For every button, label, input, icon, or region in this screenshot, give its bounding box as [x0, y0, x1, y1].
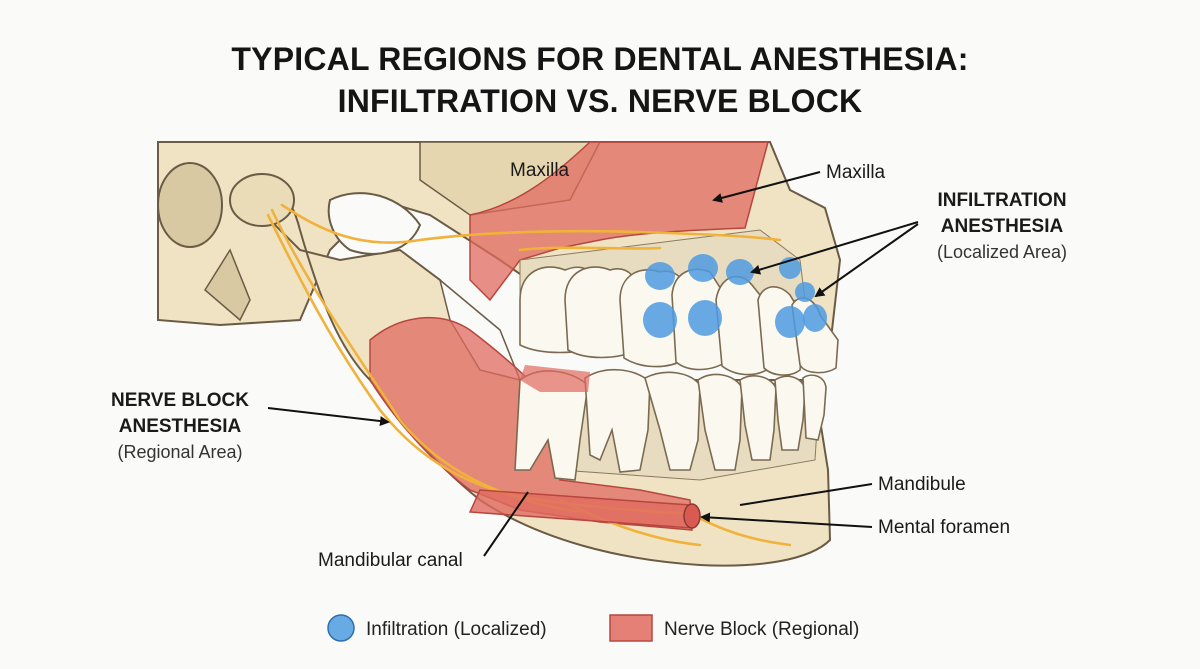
molar-block-highlight	[520, 365, 590, 392]
infiltration-arrow-1	[750, 221, 919, 275]
title-line-1: TYPICAL REGIONS FOR DENTAL ANESTHESIA:	[231, 41, 969, 77]
mandibule-line	[739, 483, 873, 506]
infiltration-regions	[643, 254, 827, 338]
label-infiltration-title-1: INFILTRATION	[937, 190, 1066, 211]
mandibular-canal	[468, 489, 701, 529]
nerve-block-arrow	[267, 407, 390, 427]
label-mandibule: Mandibule	[878, 474, 966, 495]
label-nerve-block-title-2: ANESTHESIA	[119, 416, 242, 437]
label-nerve-block-sub: (Regional Area)	[117, 442, 242, 462]
mandibular-canal-line	[483, 491, 529, 557]
label-nerve-block-title-1: NERVE BLOCK	[111, 390, 249, 411]
label-mental-foramen: Mental foramen	[878, 517, 1010, 538]
mental-foramen-opening	[683, 503, 701, 529]
legend-nerve-block-label: Nerve Block (Regional)	[664, 619, 859, 640]
infiltration-arrow-2	[814, 223, 919, 298]
diagram-title: TYPICAL REGIONS FOR DENTAL ANESTHESIA: I…	[0, 38, 1200, 122]
legend: Infiltration (Localized) Nerve Block (Re…	[327, 614, 859, 642]
maxilla-arrow	[712, 171, 821, 203]
title-line-2: INFILTRATION VS. NERVE BLOCK	[337, 83, 863, 119]
mental-foramen-arrow	[700, 512, 873, 528]
legend-infiltration-swatch	[327, 614, 355, 642]
lower-teeth	[514, 368, 827, 481]
label-maxilla-right: Maxilla	[826, 162, 886, 183]
label-infiltration-sub: (Localized Area)	[937, 242, 1067, 262]
label-maxilla-left: Maxilla	[510, 160, 570, 181]
label-infiltration-title-2: ANESTHESIA	[941, 216, 1064, 237]
label-arrows	[267, 171, 919, 557]
legend-nerve-block-swatch	[609, 614, 653, 642]
legend-infiltration-label: Infiltration (Localized)	[366, 619, 547, 640]
label-mandibular-canal: Mandibular canal	[318, 550, 463, 571]
